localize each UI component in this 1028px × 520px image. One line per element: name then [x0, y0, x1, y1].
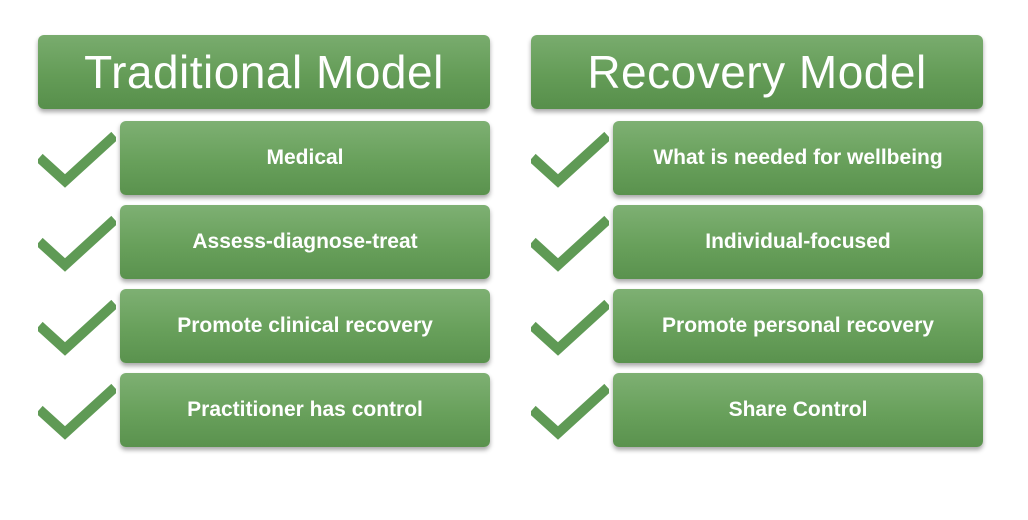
- checkmark-icon: [38, 215, 116, 272]
- checkmark-icon: [531, 215, 609, 272]
- list-item: Promote clinical recovery: [38, 289, 490, 363]
- checkmark-icon: [531, 299, 609, 356]
- checkmark-icon: [38, 383, 116, 440]
- list-item: Individual-focused: [531, 205, 983, 279]
- checkmark-icon: [531, 383, 609, 440]
- traditional-model-column: Traditional Model Medical Assess-diagnos…: [38, 35, 490, 457]
- recovery-model-title: Recovery Model: [531, 35, 983, 109]
- list-item: Assess-diagnose-treat: [38, 205, 490, 279]
- checkmark-icon: [531, 131, 609, 188]
- list-item-label: Individual-focused: [613, 205, 983, 279]
- list-item-label: Share Control: [613, 373, 983, 447]
- list-item: What is needed for wellbeing: [531, 121, 983, 195]
- list-item-label: Practitioner has control: [120, 373, 490, 447]
- list-item: Promote personal recovery: [531, 289, 983, 363]
- checkmark-icon: [38, 299, 116, 356]
- recovery-model-list: What is needed for wellbeing Individual-…: [531, 121, 983, 447]
- traditional-model-title: Traditional Model: [38, 35, 490, 109]
- traditional-model-list: Medical Assess-diagnose-treat Promote cl…: [38, 121, 490, 447]
- list-item-label: Promote clinical recovery: [120, 289, 490, 363]
- list-item-label: What is needed for wellbeing: [613, 121, 983, 195]
- list-item-label: Medical: [120, 121, 490, 195]
- list-item-label: Promote personal recovery: [613, 289, 983, 363]
- recovery-model-column: Recovery Model What is needed for wellbe…: [531, 35, 983, 457]
- list-item: Share Control: [531, 373, 983, 447]
- list-item: Practitioner has control: [38, 373, 490, 447]
- list-item: Medical: [38, 121, 490, 195]
- checkmark-icon: [38, 131, 116, 188]
- list-item-label: Assess-diagnose-treat: [120, 205, 490, 279]
